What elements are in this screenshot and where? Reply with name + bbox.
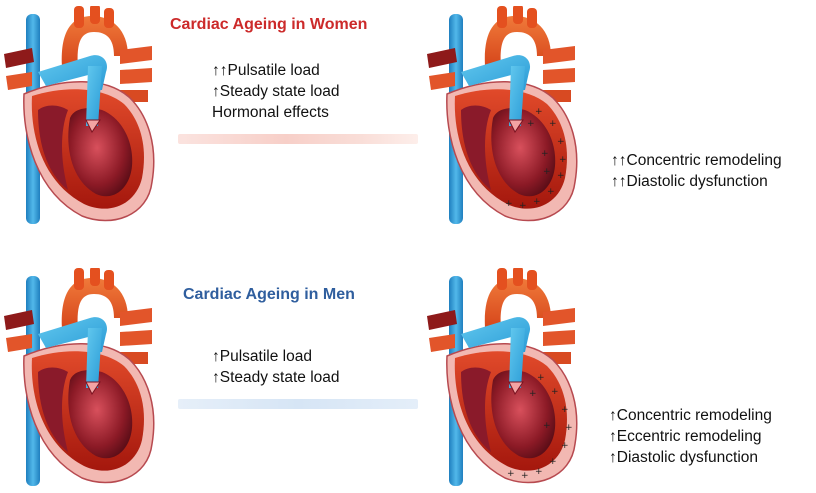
men-causes-list: ↑Pulsatile load ↑Steady state load [212,346,340,388]
svg-text:+: + [547,187,555,197]
svg-text:+: + [535,467,543,477]
svg-text:+: + [559,155,567,165]
svg-text:+: + [565,423,573,433]
svg-text:+: + [533,197,541,207]
men-effect-item: ↑Concentric remodeling [609,405,772,426]
svg-text:+: + [529,389,537,399]
heart-diagram-men-before [2,268,162,493]
women-title: Cardiac Ageing in Women [170,16,367,34]
svg-text:+: + [505,199,513,209]
svg-text:+: + [543,167,551,177]
men-cause-item: ↑Pulsatile load [212,346,340,367]
women-cause-item: Hormonal effects [212,102,340,123]
svg-text:+: + [535,107,543,117]
men-arrow-icon [178,399,418,409]
men-cause-item: ↑Steady state load [212,367,340,388]
women-effect-item: ↑↑Concentric remodeling [611,150,782,171]
svg-text:+: + [507,469,515,479]
men-title: Cardiac Ageing in Men [183,286,355,304]
svg-text:+: + [549,119,557,129]
svg-text:+: + [519,201,527,211]
men-effect-item: ↑Diastolic dysfunction [609,447,772,468]
svg-text:+: + [537,373,545,383]
svg-text:+: + [551,387,559,397]
svg-text:+: + [541,149,549,159]
men-effect-item: ↑Eccentric remodeling [609,426,772,447]
heart-diagram-women-after: +++ +++ +++ +++ [425,6,585,231]
women-causes-list: ↑↑Pulsatile load ↑Steady state load Horm… [212,60,340,123]
women-cause-item: ↑Steady state load [212,81,340,102]
women-cause-item: ↑↑Pulsatile load [212,60,340,81]
women-arrow-icon [178,134,418,144]
heart-diagram-women-before [2,6,162,231]
svg-text:+: + [543,421,551,431]
svg-text:+: + [527,119,535,129]
men-effects-list: ↑Concentric remodeling ↑Eccentric remode… [609,405,772,468]
svg-text:+: + [521,471,529,481]
svg-text:+: + [561,405,569,415]
heart-diagram-men-after: +++ +++ +++ ++ [425,268,585,493]
women-effects-list: ↑↑Concentric remodeling ↑↑Diastolic dysf… [611,150,782,192]
svg-text:+: + [557,137,565,147]
women-effect-item: ↑↑Diastolic dysfunction [611,171,782,192]
svg-text:+: + [549,457,557,467]
svg-text:+: + [557,171,565,181]
svg-text:+: + [561,441,569,451]
